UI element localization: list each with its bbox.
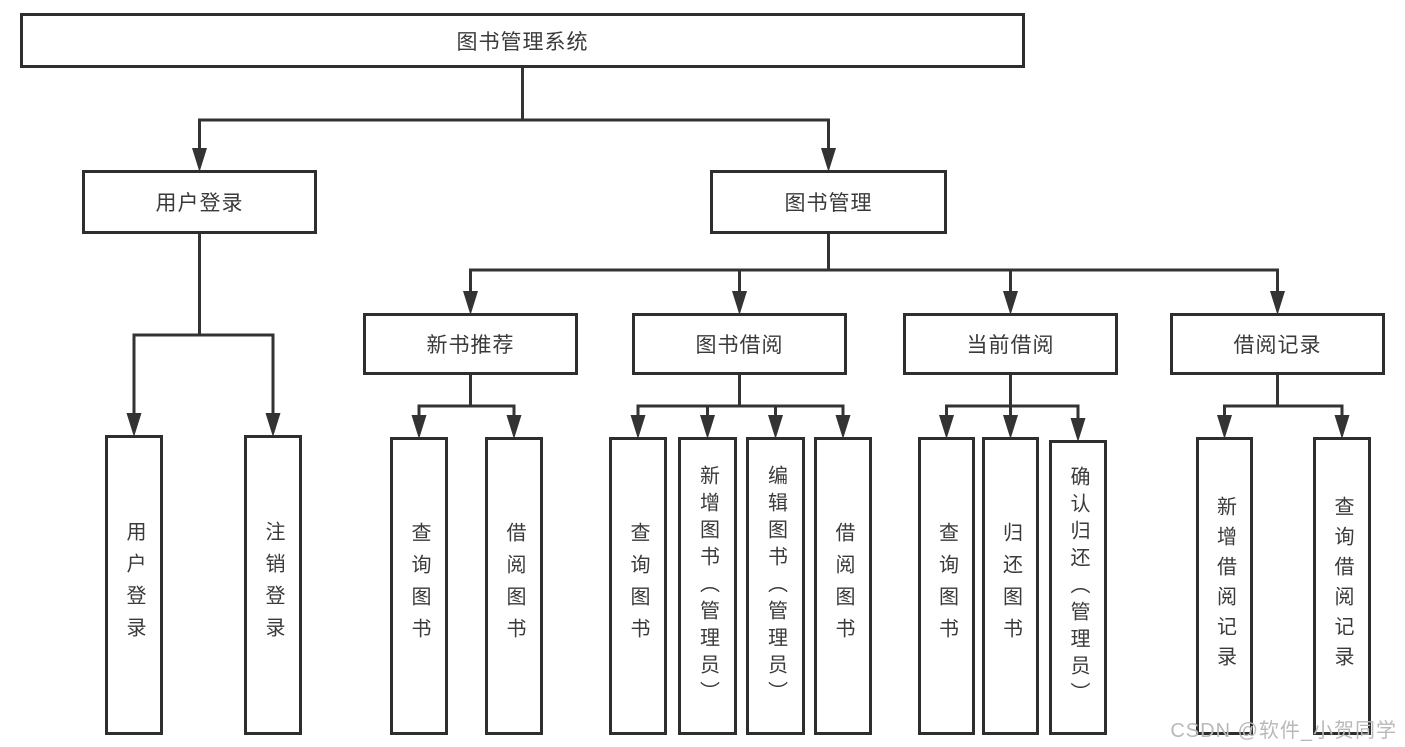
arrowhead-icon — [835, 415, 851, 439]
node-query-borrow-record: 查询借阅记录 — [1313, 437, 1371, 735]
node-label-book-borrow: 图书借阅 — [695, 334, 784, 357]
node-label-current-borrow: 当前借阅 — [966, 334, 1055, 357]
arrowhead-icon — [732, 291, 747, 315]
node-edit-book-admin: 编辑图书（管理员） — [746, 437, 805, 735]
arrowhead-icon — [126, 413, 142, 437]
node-label-query-book-current: 查询图书 — [935, 522, 958, 650]
node-label-user-login: 用户登录 — [123, 521, 145, 649]
node-new-book-rec: 新书推荐 — [363, 313, 578, 375]
node-label-add-book-admin: 新增图书（管理员） — [696, 464, 719, 708]
node-label-borrow-book-rec: 借阅图书 — [503, 522, 525, 650]
arrowhead-icon — [1003, 291, 1018, 315]
node-label-borrow-book-2: 借阅图书 — [832, 522, 854, 650]
arrowhead-icon — [768, 415, 783, 439]
arrowhead-icon — [1070, 418, 1086, 442]
node-label-book-mgmt-group: 图书管理 — [784, 192, 873, 215]
node-user-login-group: 用户登录 — [82, 170, 317, 234]
arrowhead-icon — [821, 148, 836, 172]
node-confirm-return: 确认归还（管理员） — [1049, 440, 1107, 735]
arrowhead-icon — [1003, 415, 1018, 439]
node-label-edit-book-admin: 编辑图书（管理员） — [764, 464, 787, 708]
node-label-user-logout: 注销登录 — [262, 521, 284, 649]
node-label-return-book: 归还图书 — [999, 522, 1022, 650]
node-borrow-book-rec: 借阅图书 — [485, 437, 543, 735]
node-label-borrow-records: 借阅记录 — [1233, 334, 1322, 357]
node-label-user-login-group: 用户登录 — [155, 192, 244, 215]
node-book-borrow: 图书借阅 — [632, 313, 847, 375]
arrowhead-icon — [1270, 291, 1285, 315]
node-query-book-rec: 查询图书 — [390, 437, 448, 735]
node-query-book-borrow: 查询图书 — [609, 437, 667, 735]
arrowhead-icon — [192, 148, 207, 172]
node-root: 图书管理系统 — [20, 13, 1025, 68]
node-user-logout: 注销登录 — [244, 435, 302, 735]
node-current-borrow: 当前借阅 — [903, 313, 1118, 375]
node-add-book-admin: 新增图书（管理员） — [678, 437, 737, 735]
arrowhead-icon — [411, 415, 427, 439]
node-label-root: 图书管理系统 — [456, 30, 589, 54]
node-add-borrow-record: 新增借阅记录 — [1196, 437, 1253, 735]
node-label-query-borrow-record: 查询借阅记录 — [1331, 496, 1353, 676]
arrowhead-icon — [265, 413, 281, 437]
csdn-watermark: CSDN @软件_小贺同学 — [1170, 720, 1397, 742]
arrowhead-icon — [630, 415, 646, 439]
arrowhead-icon — [1334, 415, 1350, 439]
arrowhead-icon — [700, 415, 715, 439]
arrowhead-icon — [939, 415, 954, 439]
node-return-book: 归还图书 — [982, 437, 1039, 735]
arrowhead-icon — [1217, 415, 1232, 439]
node-query-book-current: 查询图书 — [918, 437, 975, 735]
node-book-mgmt-group: 图书管理 — [710, 170, 947, 234]
node-label-confirm-return: 确认归还（管理员） — [1067, 466, 1089, 709]
node-label-new-book-rec: 新书推荐 — [426, 334, 515, 357]
node-label-add-borrow-record: 新增借阅记录 — [1213, 496, 1236, 676]
node-label-query-book-borrow: 查询图书 — [627, 522, 649, 650]
node-borrow-records: 借阅记录 — [1170, 313, 1385, 375]
node-borrow-book-2: 借阅图书 — [814, 437, 872, 735]
arrowhead-icon — [463, 291, 478, 315]
node-label-query-book-rec: 查询图书 — [408, 522, 430, 650]
arrowhead-icon — [506, 415, 522, 439]
node-user-login: 用户登录 — [105, 435, 163, 735]
